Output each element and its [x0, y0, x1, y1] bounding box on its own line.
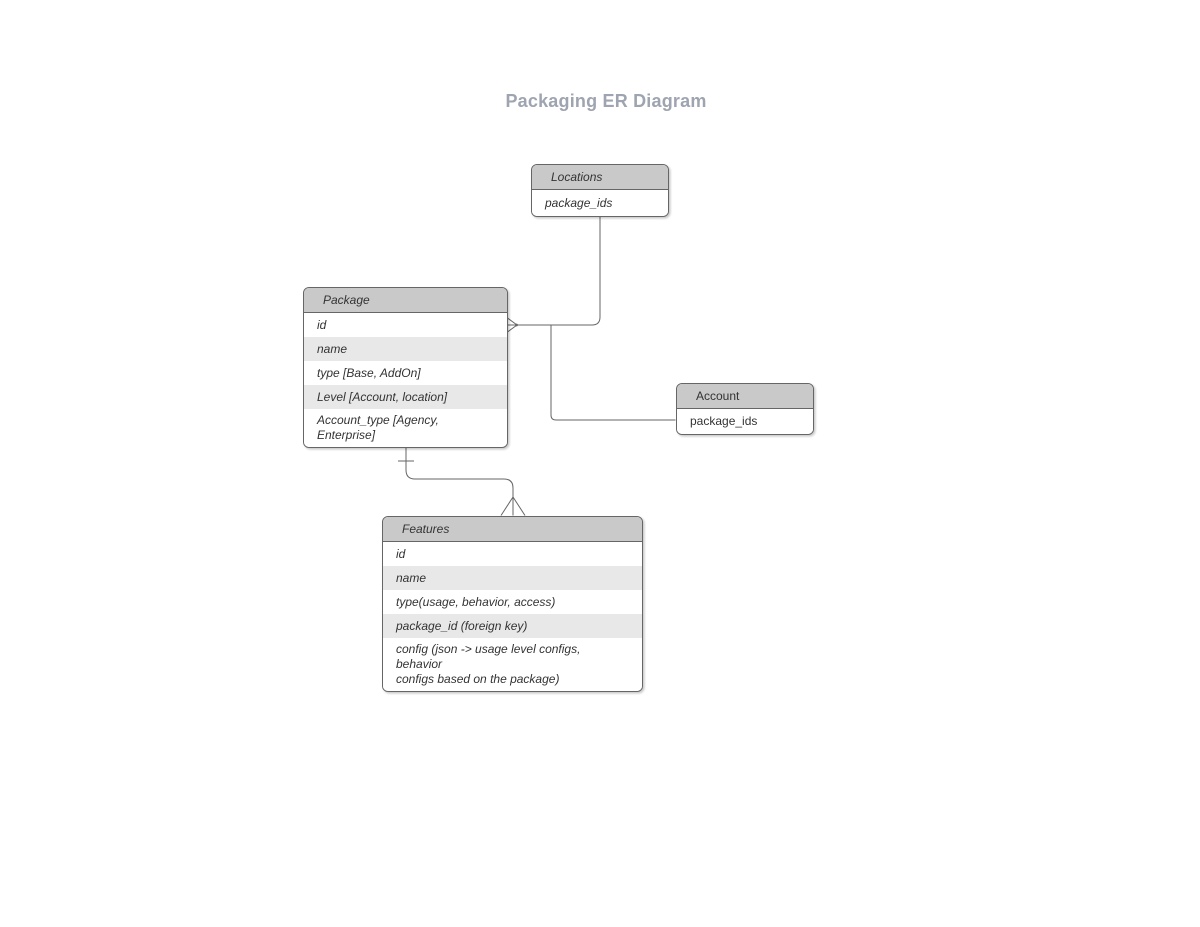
- entity-row[interactable]: id: [383, 542, 642, 566]
- entity-row[interactable]: package_ids: [532, 190, 668, 216]
- connector-locations-package[interactable]: [517, 213, 601, 326]
- entity-row[interactable]: package_id (foreign key): [383, 614, 642, 638]
- entity-row[interactable]: package_ids: [677, 409, 813, 434]
- entity-row[interactable]: config (json -> usage level configs, beh…: [383, 638, 642, 691]
- entity-row[interactable]: id: [304, 313, 507, 337]
- entity-row[interactable]: name: [304, 337, 507, 361]
- crows-foot-many-icon: [500, 496, 526, 516]
- connector-joint-dot: [515, 323, 518, 327]
- entity-row[interactable]: type [Base, AddOn]: [304, 361, 507, 385]
- entity-header[interactable]: Account: [677, 384, 813, 409]
- entity-row[interactable]: Account_type [Agency, Enterprise]: [304, 409, 507, 447]
- entity-row[interactable]: name: [383, 566, 642, 590]
- connector-package-features[interactable]: [405, 444, 514, 497]
- entity-header[interactable]: Package: [304, 288, 507, 313]
- diagram-title: Packaging ER Diagram: [505, 91, 707, 111]
- entity-header[interactable]: Features: [383, 517, 642, 542]
- entity-header[interactable]: Locations: [532, 165, 668, 190]
- entity-row[interactable]: type(usage, behavior, access): [383, 590, 642, 614]
- entity-row[interactable]: Level [Account, location]: [304, 385, 507, 409]
- connector-junction-account[interactable]: [550, 325, 676, 421]
